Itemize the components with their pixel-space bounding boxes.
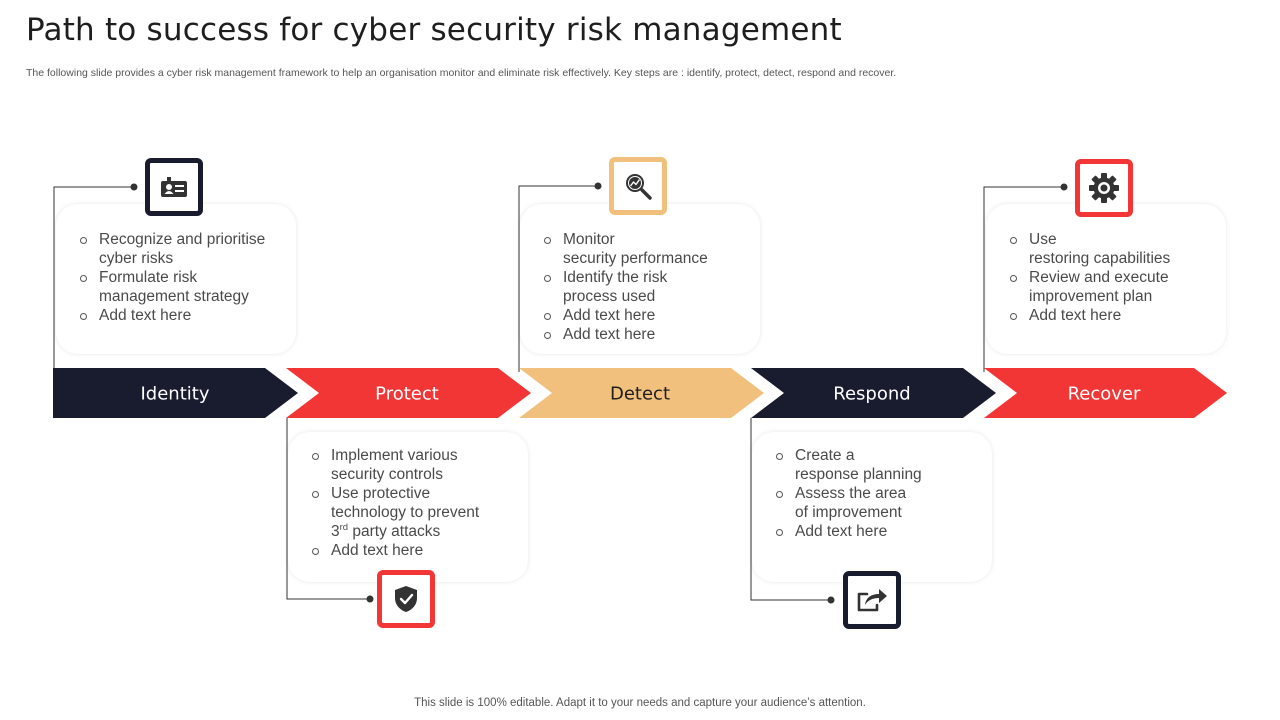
bullet-line: Use [1029,231,1057,248]
bullet-line: Add text here [331,542,424,559]
bullet-line: Add text here [563,307,656,324]
bullet-line-text: party attacks [352,523,441,540]
connector-recover [983,186,1064,372]
bullet-item: Assess the area of improvement [776,484,978,522]
bullet-line: of improvement [795,504,902,521]
slide-title: Path to success for cyber security risk … [26,12,842,48]
connector-identity [53,186,134,372]
ordinal-suffix: rd [339,521,349,533]
bullet-list-protect: Implement various security controls Use … [288,432,528,560]
bullet-line: security performance [563,250,708,267]
connector-dot-protect [366,595,374,603]
bullet-line: Use protective [331,485,431,502]
icon-box-respond [843,571,901,629]
arrow-detect [519,368,764,418]
card-respond: Create a response planning Assess the ar… [752,432,992,582]
bullet-item: Add text here [776,522,978,541]
bullet-line: management strategy [99,288,249,305]
slide-footer: This slide is 100% editable. Adapt it to… [414,697,866,709]
bullet-item: Use restoring capabilities [1010,230,1212,268]
arrow-label-identity: Identity [141,384,210,405]
bullet-item: Recognize and prioritise cyber risks [80,230,282,268]
bullet-item: Add text here [544,325,746,344]
bullet-item: Review and execute improvement plan [1010,268,1212,306]
bullet-line: Monitor [563,231,615,248]
bullet-line: Add text here [1029,307,1122,324]
bullet-line: Add text here [563,326,656,343]
bullet-item: Add text here [80,306,282,325]
bullet-line: Identify the risk [563,269,668,286]
bullet-item: Add text here [312,541,514,560]
share-arrow-icon [857,589,887,612]
connector-dots [130,182,1068,604]
icon-box-protect [377,570,435,628]
icon-box-detect [609,157,667,215]
connector-protect [286,418,370,600]
card-identity: Recognize and prioritise cyber risks For… [56,204,296,354]
bullet-line: security controls [331,466,443,483]
bullet-item: Implement various security controls [312,446,514,484]
bullet-list-detect: Monitor security performance Identify th… [520,204,760,344]
bullet-line: Formulate risk [99,269,198,286]
arrow-label-respond: Respond [833,384,910,405]
bullet-line: 3rd party attacks [331,522,514,541]
card-recover: Use restoring capabilities Review and ex… [986,204,1226,354]
connector-detect [518,185,598,372]
bullet-item: Create a response planning [776,446,978,484]
bullet-line: cyber risks [99,250,174,267]
arrow-label-protect: Protect [375,384,439,405]
arrow-protect [286,368,531,418]
connector-dot-respond [827,596,835,604]
arrow-band [53,368,1227,418]
bullet-item: Identify the risk process used [544,268,746,306]
bullet-item: Add text here [1010,306,1212,325]
connector-dot-detect [594,182,602,190]
connector-lines [53,185,1064,601]
arrow-respond [751,368,996,418]
icon-box-recover [1075,159,1133,217]
arrow-label-detect: Detect [610,384,670,405]
connector-respond [750,418,831,601]
bullet-line: Add text here [795,523,888,540]
slide-subtitle: The following slide provides a cyber ris… [26,67,897,79]
icon-box-identity [145,158,203,216]
bullet-item: Use protective technology to prevent 3rd… [312,484,514,541]
bullet-list-recover: Use restoring capabilities Review and ex… [986,204,1226,325]
bullet-line: response planning [795,466,922,483]
bullet-line: technology to prevent [331,504,480,521]
bullet-line: restoring capabilities [1029,250,1171,267]
arrow-recover [984,368,1227,418]
connector-dot-recover [1060,183,1068,191]
connector-dot-identity [130,183,138,191]
bullet-line: Implement various [331,447,458,464]
shield-check-icon [395,586,417,612]
bullet-line: Assess the area [795,485,907,502]
bullet-item: Monitor security performance [544,230,746,268]
bullet-line: Add text here [99,307,192,324]
bullet-list-respond: Create a response planning Assess the ar… [752,432,992,541]
bullet-line: Create a [795,447,855,464]
gear-icon [1089,173,1119,203]
arrow-label-recover: Recover [1068,384,1141,405]
card-detect: Monitor security performance Identify th… [520,204,760,354]
arrow-labels: Identity Protect Detect Respond Recover [141,384,1142,405]
bullet-list-identity: Recognize and prioritise cyber risks For… [56,204,296,325]
bullet-line: Review and execute [1029,269,1169,286]
ordinal-number: 3 [331,523,340,540]
bullet-line: process used [563,288,656,305]
bullet-line: Recognize and prioritise [99,231,266,248]
bullet-line: improvement plan [1029,288,1153,305]
card-protect: Implement various security controls Use … [288,432,528,582]
magnifier-chart-icon [626,174,652,200]
bullet-item: Formulate risk management strategy [80,268,282,306]
arrow-identity [53,368,298,418]
bullet-item: Add text here [544,306,746,325]
id-badge-icon [161,177,187,197]
